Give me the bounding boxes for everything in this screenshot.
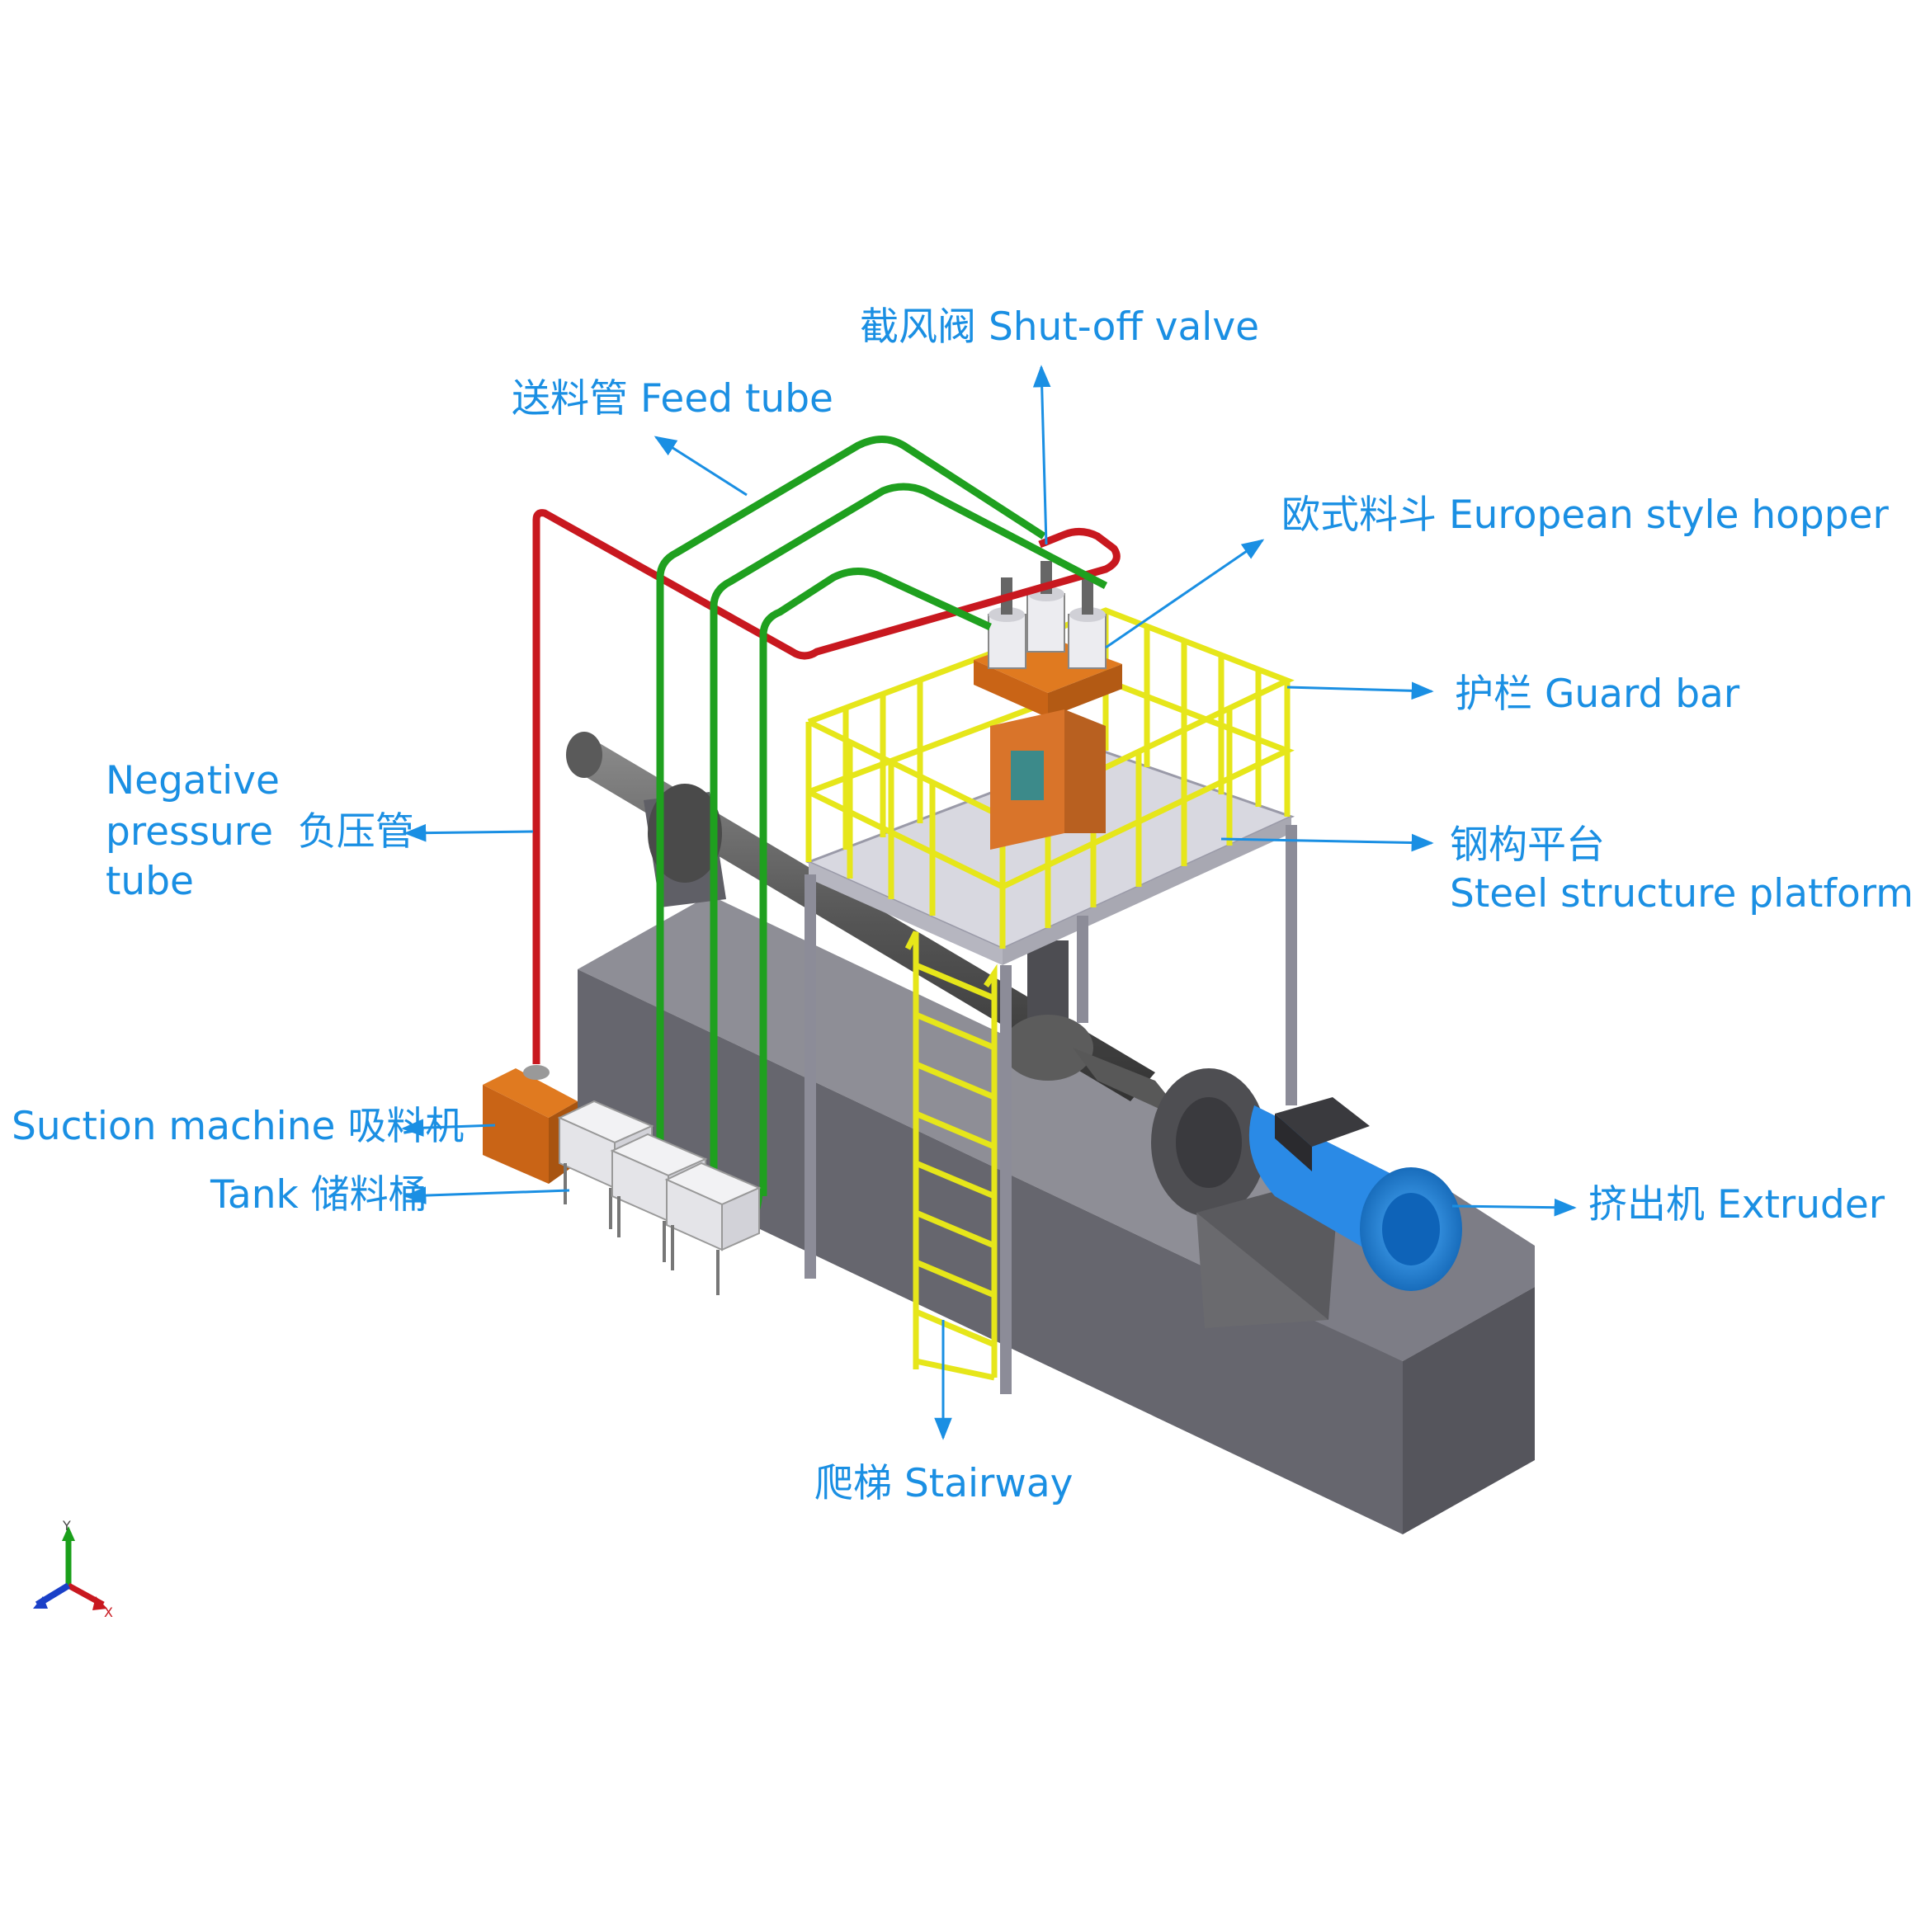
hopper-cylinders bbox=[988, 587, 1107, 669]
label-platform-en: Steel structure platform bbox=[1450, 871, 1914, 917]
label-tank: Tank 储料桶 bbox=[210, 1172, 427, 1218]
arrow-tank bbox=[403, 1186, 570, 1204]
axis-label-y: Y bbox=[62, 1518, 71, 1534]
storage-tanks bbox=[557, 1100, 762, 1295]
label-negative-tube-line2: pressure 负压管 bbox=[106, 809, 414, 855]
stairway bbox=[904, 931, 998, 1381]
arrow-feed-tube bbox=[654, 436, 748, 497]
arrow-hopper bbox=[1105, 539, 1265, 649]
leader-lines bbox=[401, 365, 1577, 1440]
label-extruder: 挤出机 Extruder bbox=[1588, 1182, 1885, 1228]
arrow-negative-tube bbox=[403, 823, 534, 842]
label-feed-tube: 送料管 Feed tube bbox=[512, 376, 833, 422]
label-negative-tube-line3: tube bbox=[106, 859, 194, 904]
arrow-guard-bar bbox=[1286, 681, 1434, 700]
european-hopper bbox=[974, 561, 1122, 850]
arrow-platform bbox=[1220, 833, 1434, 852]
tank-3 bbox=[664, 1162, 762, 1295]
label-suction-machine: Suction machine 吸料机 bbox=[12, 1104, 465, 1149]
label-stairway: 爬梯 Stairway bbox=[814, 1461, 1074, 1506]
arrow-shutoff-valve bbox=[1032, 365, 1051, 545]
extruder-motor bbox=[1248, 1097, 1462, 1291]
arrow-extruder bbox=[1451, 1198, 1577, 1217]
axis-triad: Y X bbox=[33, 1518, 113, 1620]
axis-label-x: X bbox=[104, 1605, 113, 1620]
label-negative-tube-line1: Negative bbox=[106, 758, 280, 803]
label-guard-bar: 护栏 Guard bar bbox=[1455, 671, 1740, 717]
arrow-suction-machine bbox=[401, 1119, 496, 1137]
label-platform-cn: 钢构平台 bbox=[1450, 822, 1605, 868]
label-shutoff-valve: 截风阀 Shut-off valve bbox=[860, 304, 1260, 350]
extruder-gearbox bbox=[1151, 1068, 1337, 1328]
label-european-hopper: 欧式料斗 European style hopper bbox=[1281, 492, 1889, 538]
